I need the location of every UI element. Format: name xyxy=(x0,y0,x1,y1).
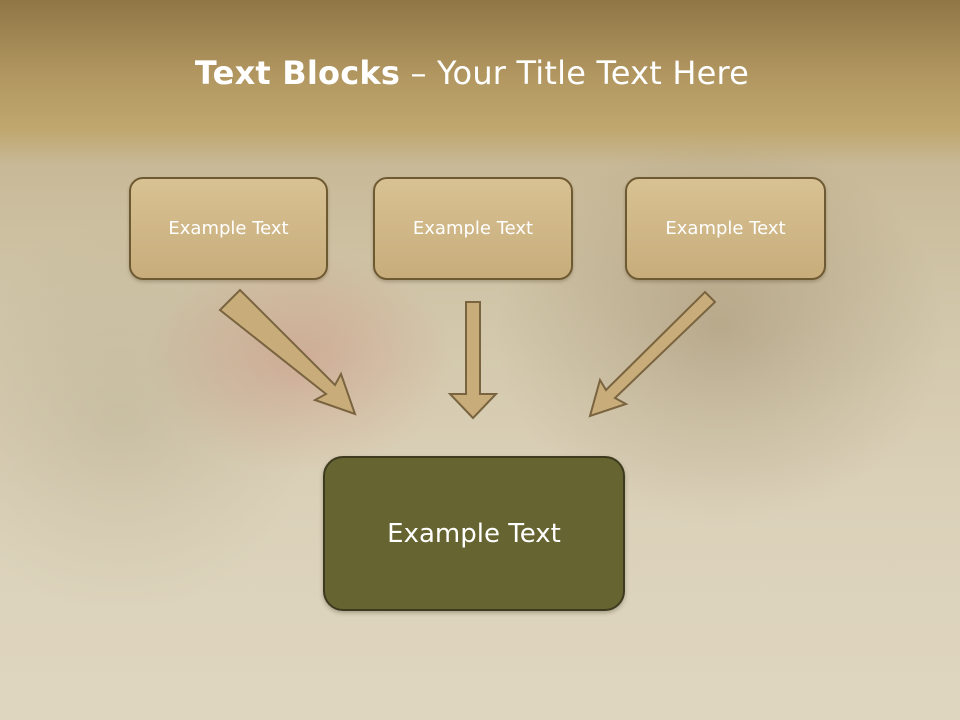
text-block-2-label: Example Text xyxy=(412,218,534,239)
text-block-3[interactable]: Example Text xyxy=(625,177,826,280)
arrow-left-diagonal xyxy=(218,288,357,416)
text-block-1[interactable]: Example Text xyxy=(129,177,328,280)
title-band xyxy=(0,0,960,165)
page-title: Text Blocks – Your Title Text Here xyxy=(0,54,944,92)
title-bold: Text Blocks xyxy=(194,54,401,92)
text-block-1-label: Example Text xyxy=(168,218,289,239)
text-block-3-label: Example Text xyxy=(665,218,786,239)
arrow-right-diagonal xyxy=(588,290,717,418)
title-rest: – Your Title Text Here xyxy=(400,54,750,92)
text-block-2[interactable]: Example Text xyxy=(373,177,573,280)
arrow-center-down xyxy=(447,301,499,420)
main-text-block-label: Example Text xyxy=(387,518,561,549)
main-text-block[interactable]: Example Text xyxy=(323,456,625,611)
